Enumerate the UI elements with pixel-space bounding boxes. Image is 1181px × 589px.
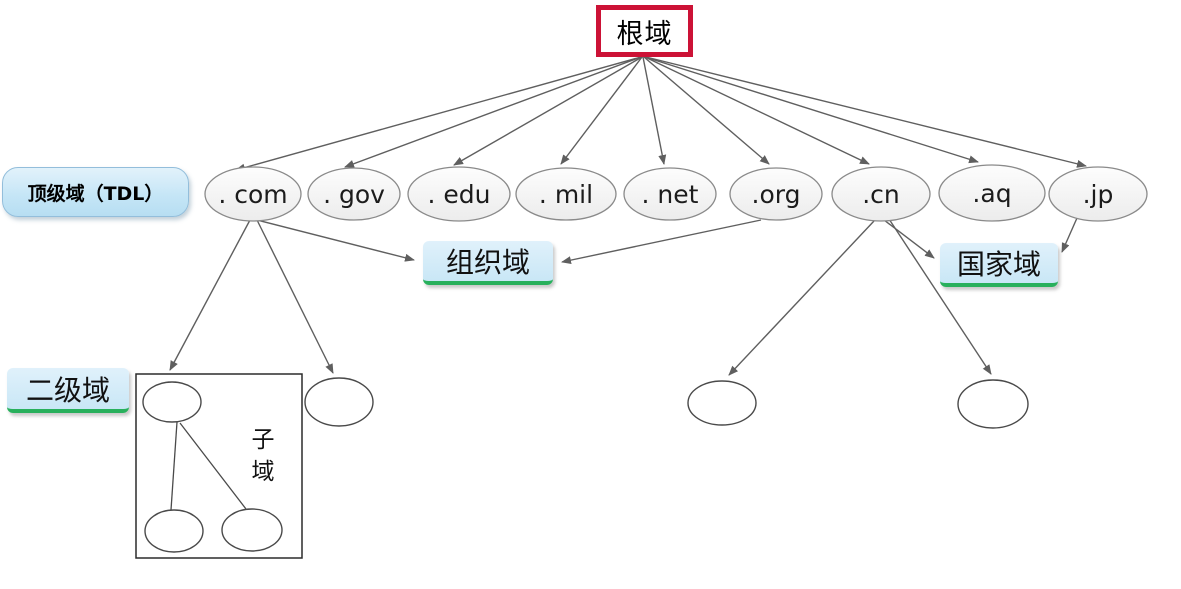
tld-label-jp: .jp: [1083, 180, 1114, 209]
tld-label-net: . net: [642, 180, 699, 209]
secondlevel-node-1: [142, 381, 202, 423]
subdomain-link-1: [170, 421, 178, 511]
tld-label-cn: .cn: [862, 180, 900, 209]
tld-labels: . com . gov . edu . mil . net .org .cn .…: [218, 179, 1113, 209]
edge-root-net: [642, 56, 667, 165]
tld-label-com: . com: [218, 180, 287, 209]
edge-org-orgdomain: [561, 219, 762, 265]
subdomain-text: 子域: [247, 427, 273, 491]
tld-label-edu: . edu: [428, 180, 491, 209]
edge-cn-child-2: [888, 218, 992, 375]
subdomain-node-2: [221, 508, 283, 552]
empty-nodes: [142, 377, 1029, 553]
tld-ellipse-com: [204, 166, 302, 222]
tld-label-mil: . mil: [539, 180, 593, 209]
edge-com-orgdomain: [252, 218, 415, 262]
cn-child-node-1: [687, 380, 757, 426]
tld-ellipse-org: [729, 167, 823, 221]
tld-group-label: 顶级域（TDL）: [27, 182, 164, 205]
tld-label-aq: .aq: [972, 179, 1011, 208]
cn-child-arrows: [728, 218, 992, 376]
country-domain-tag: 国家域: [940, 243, 1058, 287]
edge-cn-child-1: [728, 220, 875, 376]
edge-root-org: [643, 56, 770, 165]
tld-ellipse-cn: [831, 166, 931, 222]
tld-ellipse-net: [623, 167, 717, 221]
subdomain-link-2: [179, 422, 247, 510]
org-domain-label: 组织域: [445, 246, 530, 279]
tld-label-org: .org: [752, 180, 801, 209]
root-domain-box: 根域: [596, 5, 693, 57]
tld-ellipse-jp: [1048, 166, 1148, 222]
org-domain-tag: 组织域: [423, 241, 553, 285]
edge-root-mil: [560, 56, 643, 165]
edge-root-jp: [645, 56, 1087, 168]
tld-group-tag: 顶级域（TDL）: [2, 167, 189, 217]
second-level-label: 二级域: [25, 373, 110, 407]
tld-ellipse-gov: [307, 167, 401, 221]
cn-child-node-2: [957, 379, 1029, 429]
edge-jp-countrydomain: [1061, 217, 1078, 253]
tld-ellipse-mil: [515, 167, 617, 221]
subdomain-node-1: [144, 509, 204, 553]
subdomain-links: [170, 421, 247, 511]
root-to-tld-arrows: [235, 56, 1087, 172]
edge-com-secondlevel-1: [169, 219, 251, 371]
country-domain-label: 国家域: [956, 248, 1041, 281]
edge-root-aq: [644, 56, 979, 164]
secondlevel-node-2: [304, 377, 374, 427]
tld-ellipse-aq: [938, 164, 1046, 222]
edge-root-cn: [644, 56, 870, 165]
edge-cn-countrydomain: [883, 219, 935, 259]
com-child-arrows: [169, 218, 415, 374]
tld-label-gov: . gov: [323, 180, 385, 209]
tld-ellipse-edu: [407, 166, 511, 222]
edge-root-gov: [344, 56, 642, 168]
root-domain-label: 根域: [616, 18, 673, 50]
edge-root-edu: [453, 56, 643, 166]
edge-com-secondlevel-2: [256, 219, 334, 374]
tld-row: [204, 164, 1148, 222]
second-level-tag: 二级域: [7, 368, 129, 413]
edge-root-com: [235, 56, 642, 172]
